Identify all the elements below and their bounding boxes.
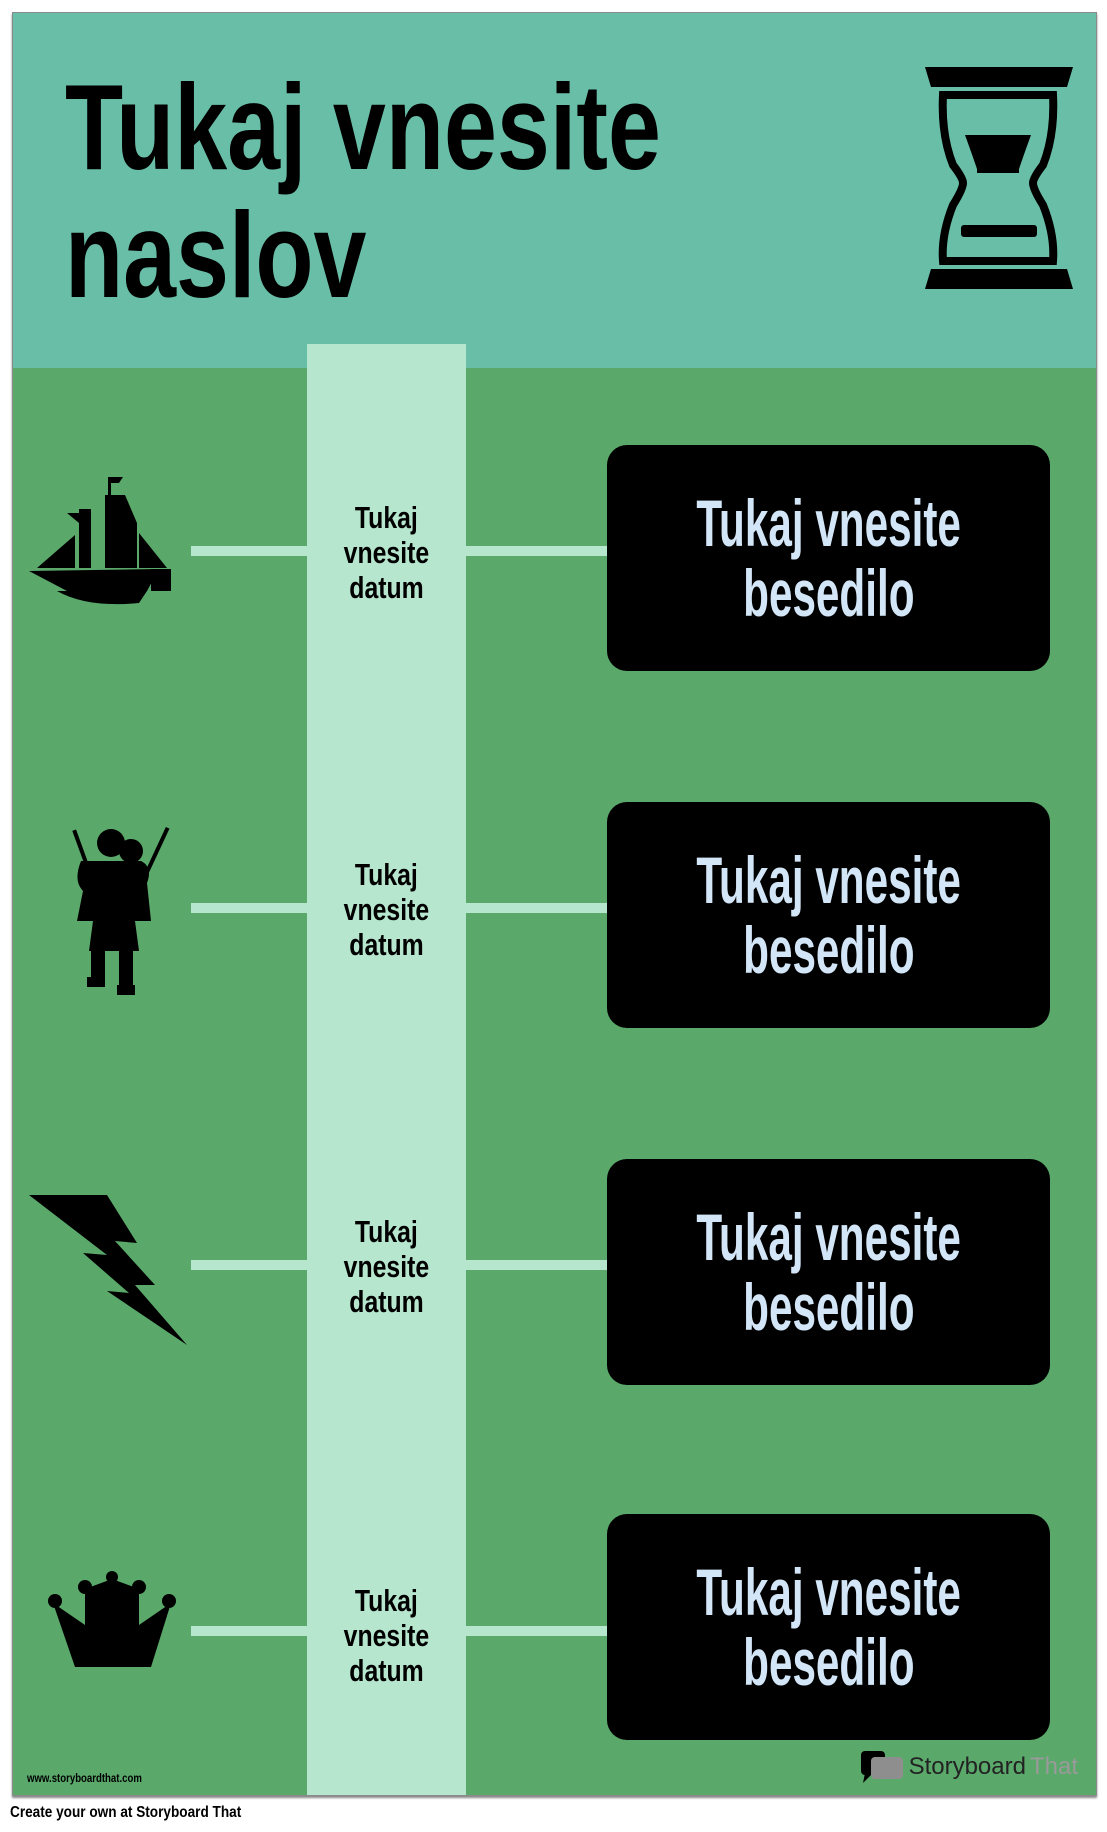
connector-right <box>466 1260 607 1270</box>
connector-left <box>191 546 307 556</box>
crown-icon <box>48 1571 176 1667</box>
hourglass-icon <box>925 67 1073 289</box>
bagpiper-icon <box>72 826 170 995</box>
connector-right <box>466 1626 607 1636</box>
connector-left <box>191 1626 307 1636</box>
footer-link[interactable]: Create your own at Storyboard That <box>10 1804 242 1821</box>
watermark-url: www.storyboardthat.com <box>27 1771 142 1785</box>
connector-right <box>466 903 607 913</box>
poster-title[interactable]: Tukaj vnesite naslov <box>65 59 661 323</box>
connector-right <box>466 546 607 556</box>
speech-bubble-icon <box>860 1751 903 1783</box>
poster-header: Tukaj vnesite naslov <box>13 13 1096 368</box>
timeline-column <box>307 344 466 1795</box>
connector-left <box>191 1260 307 1270</box>
ship-icon <box>29 477 171 605</box>
connector-left <box>191 903 307 913</box>
lightning-icon <box>29 1195 187 1345</box>
